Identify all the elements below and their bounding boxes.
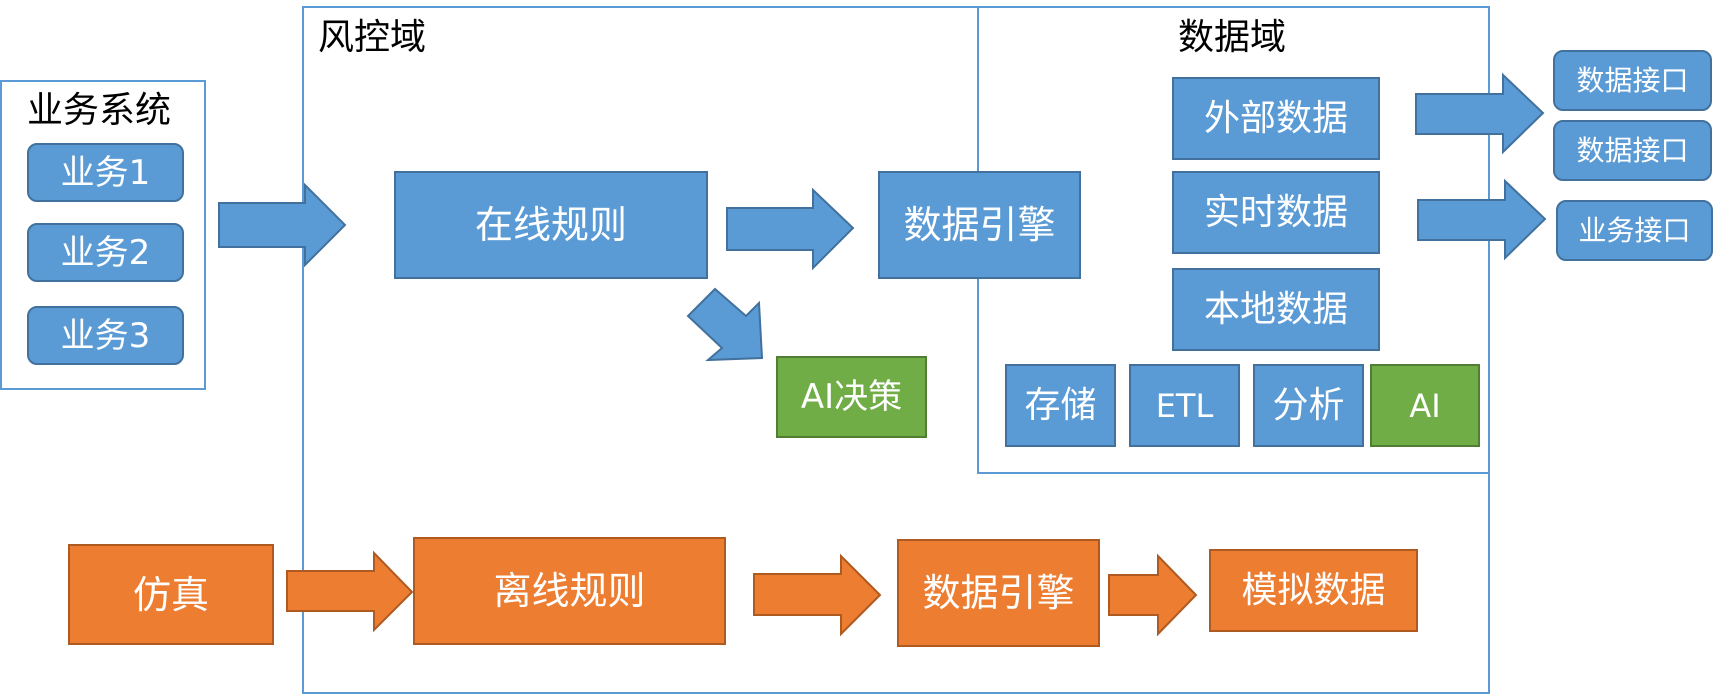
arrow-external-to-interface bbox=[1415, 72, 1545, 155]
business-item-2[interactable]: 业务2 bbox=[27, 223, 184, 282]
data-interface-box-2[interactable]: 数据接口 bbox=[1553, 120, 1712, 181]
simulated-data-box[interactable]: 模拟数据 bbox=[1209, 549, 1418, 632]
arrow-offline-to-engine bbox=[753, 553, 882, 637]
realtime-data-box[interactable]: 实时数据 bbox=[1172, 171, 1380, 254]
ai-capability-box[interactable]: AI bbox=[1370, 364, 1480, 447]
simulation-box[interactable]: 仿真 bbox=[68, 544, 274, 645]
arrow-engine-to-simulated bbox=[1108, 553, 1198, 637]
arrow-realtime-to-interface bbox=[1417, 178, 1547, 261]
storage-box[interactable]: 存储 bbox=[1005, 364, 1116, 447]
business-system-title: 业务系统 bbox=[27, 90, 172, 131]
business-item-3[interactable]: 业务3 bbox=[27, 306, 184, 365]
data-domain-title: 数据域 bbox=[1178, 17, 1287, 58]
arrow-rules-to-engine bbox=[726, 187, 855, 271]
external-data-box[interactable]: 外部数据 bbox=[1172, 77, 1380, 160]
arrow-simulation-to-offline bbox=[286, 550, 414, 633]
online-rules-box[interactable]: 在线规则 bbox=[394, 171, 708, 279]
data-interface-box-1[interactable]: 数据接口 bbox=[1553, 50, 1712, 111]
business-item-1[interactable]: 业务1 bbox=[27, 143, 184, 202]
local-data-box[interactable]: 本地数据 bbox=[1172, 268, 1380, 351]
simulation-data-engine-box[interactable]: 数据引擎 bbox=[897, 539, 1100, 647]
ai-decision-box[interactable]: AI决策 bbox=[776, 356, 927, 438]
business-interface-box[interactable]: 业务接口 bbox=[1556, 200, 1713, 261]
data-engine-box[interactable]: 数据引擎 bbox=[878, 171, 1081, 279]
offline-rules-box[interactable]: 离线规则 bbox=[413, 537, 726, 645]
analysis-box[interactable]: 分析 bbox=[1253, 364, 1364, 447]
business-system-frame bbox=[0, 80, 206, 390]
arrow-rules-to-ai-decision bbox=[686, 287, 764, 362]
risk-control-domain-title: 风控域 bbox=[318, 17, 427, 58]
etl-box[interactable]: ETL bbox=[1129, 364, 1240, 447]
arrow-business-to-risk bbox=[218, 182, 347, 268]
